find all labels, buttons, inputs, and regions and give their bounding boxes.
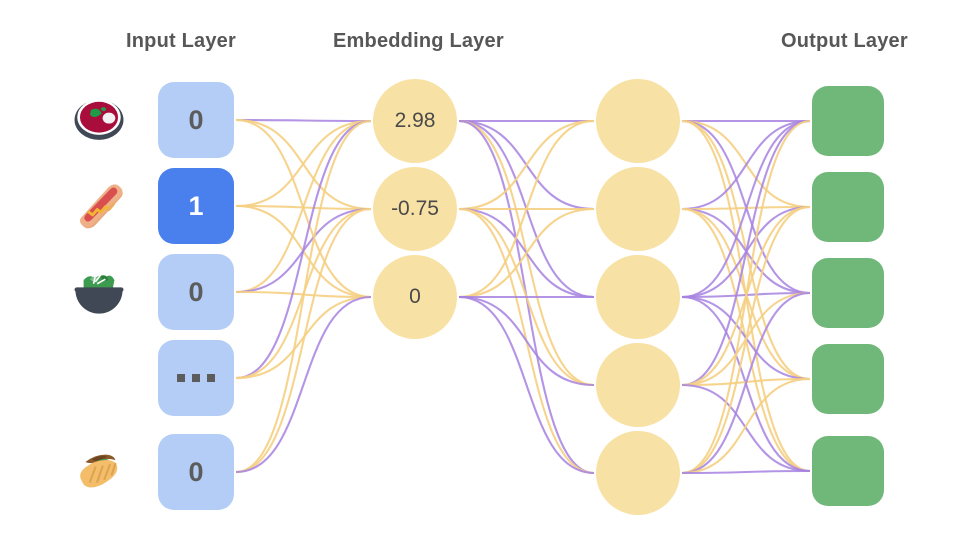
output-node-2[interactable] (812, 258, 884, 328)
output-node-0[interactable] (812, 86, 884, 156)
embedding-node-2[interactable]: 0 (373, 255, 457, 339)
edge (235, 119, 372, 380)
embedding-node-0[interactable]: 2.98 (373, 79, 457, 163)
embedding-node-1-value: -0.75 (391, 197, 439, 220)
output-node-4[interactable] (812, 436, 884, 506)
edge (681, 119, 811, 299)
hidden-node-1[interactable] (596, 167, 680, 251)
edge (235, 119, 372, 208)
input-node-2-value: 0 (188, 276, 204, 307)
edge (235, 207, 372, 474)
input-layer-title: Input Layer (126, 30, 236, 52)
edge (681, 291, 811, 475)
edge (235, 119, 372, 294)
input-node-4-value: 0 (188, 456, 204, 487)
hidden-node-2[interactable] (596, 255, 680, 339)
hot-dog-icon (68, 174, 130, 236)
input-node-1-value: 1 (188, 190, 204, 221)
stew-bowl-icon (68, 88, 130, 150)
edge (458, 119, 595, 211)
input-node-4[interactable]: 0 (158, 434, 234, 510)
output-node-1[interactable] (812, 172, 884, 242)
edge (681, 119, 811, 475)
edges-input-to-embedding (235, 118, 372, 474)
edge (458, 295, 595, 475)
edge (235, 295, 372, 474)
output-layer-title: Output Layer (781, 30, 908, 52)
input-node-1[interactable]: 1 (158, 168, 234, 244)
edges-embedding-to-hidden (458, 119, 595, 475)
input-node-2[interactable]: 0 (158, 254, 234, 330)
edge (681, 469, 811, 475)
embedding-layer-title: Embedding Layer (333, 30, 504, 52)
input-node-0-value: 0 (188, 104, 204, 135)
embedding-node-2-value: 0 (409, 285, 421, 308)
edge (458, 295, 595, 387)
hidden-node-4[interactable] (596, 431, 680, 515)
ellipsis-placeholder-icon (68, 346, 130, 408)
burrito-icon (68, 440, 130, 502)
ellipsis-icon (177, 374, 215, 382)
edge (235, 119, 372, 474)
edge (681, 377, 811, 475)
hidden-node-3[interactable] (596, 343, 680, 427)
edge (458, 207, 595, 299)
hidden-node-0[interactable] (596, 79, 680, 163)
salad-bowl-icon (68, 260, 130, 322)
edge (235, 118, 372, 123)
input-node-3[interactable] (158, 340, 234, 416)
edge (681, 205, 811, 475)
embedding-node-1[interactable]: -0.75 (373, 167, 457, 251)
edge (681, 119, 811, 211)
input-node-0[interactable]: 0 (158, 82, 234, 158)
edge (681, 119, 811, 387)
edge (458, 119, 595, 299)
embedding-node-0-value: 2.98 (394, 109, 436, 132)
edges-hidden-to-output (681, 119, 811, 475)
output-node-3[interactable] (812, 344, 884, 414)
